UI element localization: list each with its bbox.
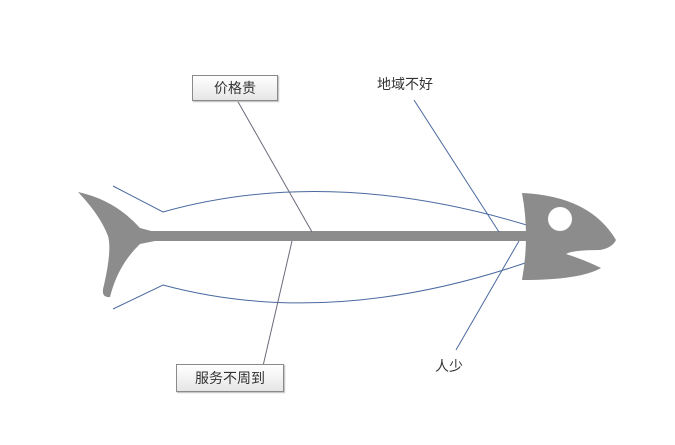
cause-line-location	[413, 99, 500, 233]
cause-label: 价格贵	[214, 81, 256, 97]
body-outline-top	[112, 185, 531, 227]
cause-box-service: 服务不周到	[176, 364, 284, 392]
fish-spine	[140, 231, 535, 241]
fish-tail	[78, 192, 155, 298]
fish-head	[522, 193, 616, 280]
cause-label-staff: 人少	[435, 359, 463, 375]
body-outline-bottom	[112, 261, 529, 310]
cause-label: 服务不周到	[195, 371, 265, 387]
cause-line-price	[236, 99, 313, 233]
cause-line-staff	[455, 240, 520, 351]
cause-label-location: 地域不好	[377, 77, 433, 93]
cause-box-price: 价格贵	[192, 75, 278, 101]
cause-line-service	[262, 240, 293, 367]
fish-eye	[548, 207, 572, 231]
